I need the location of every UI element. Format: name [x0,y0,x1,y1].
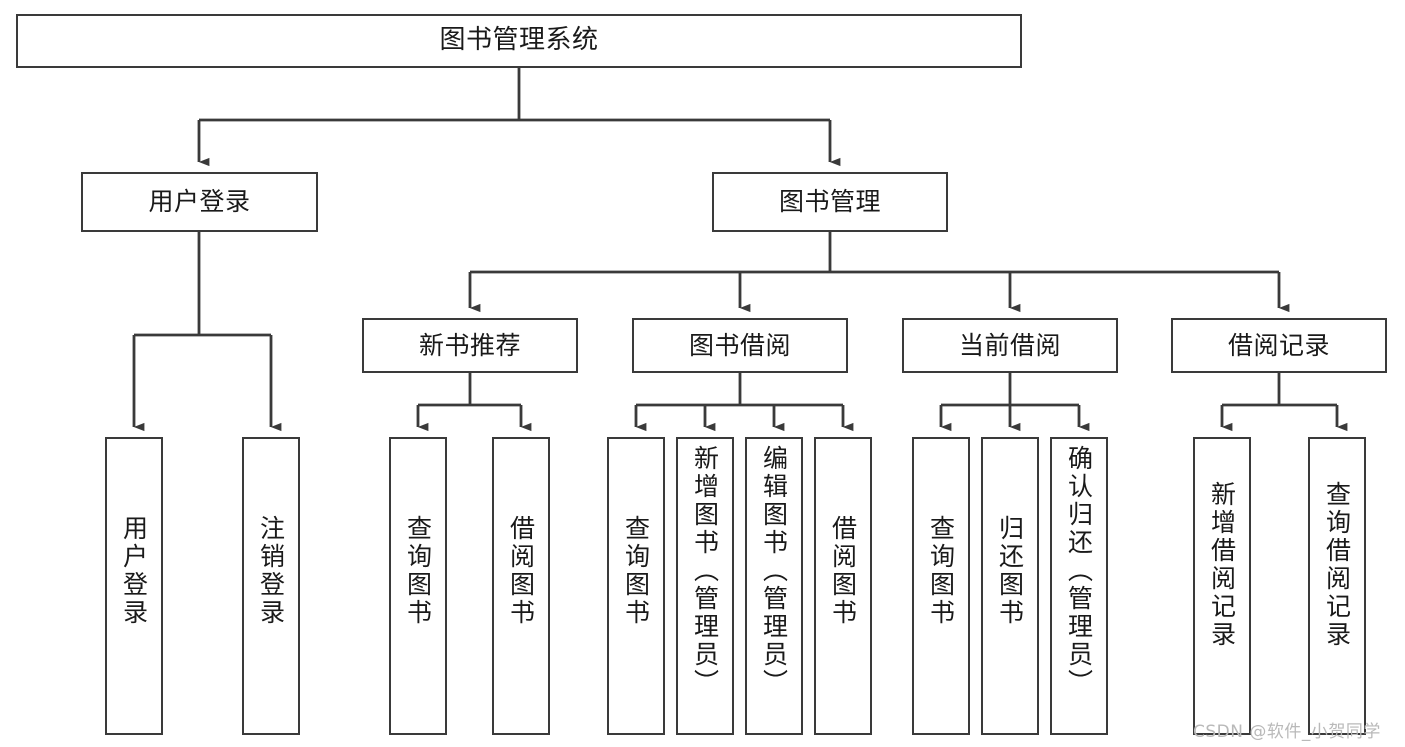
node-label: 图书借阅 [688,330,791,360]
leaf-borrow-record-query-record[interactable]: 查询借阅记录 [1308,437,1366,735]
leaf-book-borrow-query-books[interactable]: 查询图书 [607,437,665,735]
node-label: 用户登录 [148,187,251,216]
node-label: 新书推荐 [418,330,521,360]
leaf-new-book-query-books[interactable]: 查询图书 [389,437,447,735]
node-borrowing-records[interactable]: 借阅记录 [1171,318,1387,373]
leaf-book-borrow-edit-book-admin[interactable]: 编辑图书（管理员） [745,437,803,735]
node-label: 图书管理系统 [439,25,599,56]
leaf-current-borrow-return-books[interactable]: 归还图书 [981,437,1039,735]
node-label: 用户登录 [119,515,149,627]
leaf-book-borrow-borrow-books[interactable]: 借阅图书 [814,437,872,735]
leaf-current-borrow-confirm-return-admin[interactable]: 确认归还（管理员） [1050,437,1108,735]
node-new-book-recommendation[interactable]: 新书推荐 [362,318,578,373]
node-label: 借阅图书 [828,515,858,627]
node-label: 新增图书（管理员） [690,445,720,697]
leaf-new-book-borrow-books[interactable]: 借阅图书 [492,437,550,735]
node-book-management[interactable]: 图书管理 [712,172,948,232]
node-book-borrowing[interactable]: 图书借阅 [632,318,848,373]
node-label: 新增借阅记录 [1207,481,1237,649]
leaf-user-login-signout[interactable]: 注销登录 [242,437,300,735]
node-label: 查询借阅记录 [1322,481,1352,649]
node-current-borrowing[interactable]: 当前借阅 [902,318,1118,373]
node-label: 归还图书 [995,515,1025,627]
node-label: 图书管理 [778,187,881,216]
node-label: 查询图书 [403,515,433,627]
node-label: 当前借阅 [958,330,1061,360]
node-label: 借阅图书 [506,515,536,627]
leaf-current-borrow-query-books[interactable]: 查询图书 [912,437,970,735]
node-label: 编辑图书（管理员） [759,445,789,697]
node-root-book-management-system[interactable]: 图书管理系统 [16,14,1022,68]
node-label: 查询图书 [621,515,651,627]
leaf-user-login-signin[interactable]: 用户登录 [105,437,163,735]
node-label: 借阅记录 [1227,330,1330,360]
leaf-book-borrow-add-book-admin[interactable]: 新增图书（管理员） [676,437,734,735]
node-label: 查询图书 [926,515,956,627]
node-label: 注销登录 [256,515,286,627]
node-user-login[interactable]: 用户登录 [81,172,318,232]
node-label: 确认归还（管理员） [1064,445,1094,697]
leaf-borrow-record-add-record[interactable]: 新增借阅记录 [1193,437,1251,735]
